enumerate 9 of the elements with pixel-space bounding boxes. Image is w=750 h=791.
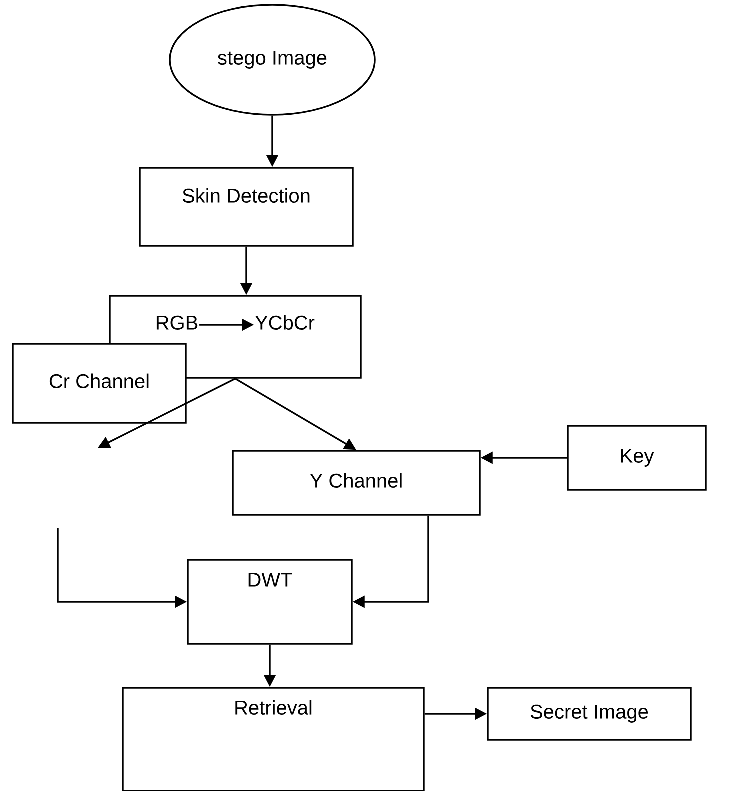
process-box: Skin Detection <box>139 167 354 247</box>
box-label: RGB <box>156 316 198 330</box>
process-box: Retrieval <box>122 687 425 791</box>
box-label: YCbCr <box>255 315 315 330</box>
process-box: Cr Channel <box>12 343 187 424</box>
process-box: Secret Image <box>487 687 692 741</box>
process-box: DWT <box>187 559 353 645</box>
process-box: Key <box>567 425 707 491</box>
process-box: Y Channel <box>232 450 481 516</box>
